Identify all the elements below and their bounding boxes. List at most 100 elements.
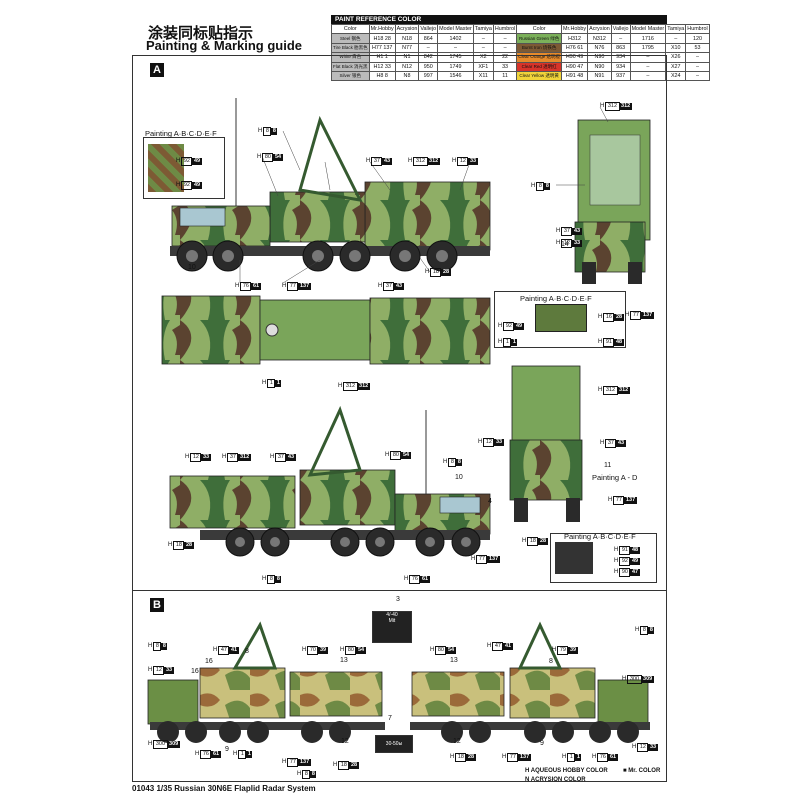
callout-mr-num: 39 [568,647,578,654]
callout-h: H [430,647,435,653]
callout-h: H [443,459,448,465]
callout-mr-num: 41 [503,643,513,650]
callout-aqueous-num: 77 [476,555,488,564]
callout-aqueous-num: 80 [345,646,357,655]
paint-cell: H91 48 [561,70,589,82]
callout-h: H [598,339,603,345]
callout-h: H [498,339,503,345]
callout-aqueous-num: 18 [430,268,442,277]
callout-mr-num: 33 [648,744,658,751]
part-number-n8a: 8 [245,648,249,655]
callout-mr-num: 137 [641,312,654,319]
callout-mr-num: 137 [624,497,637,504]
callout-mr-num: 1 [575,754,582,761]
callout-h: H [258,128,263,134]
callout-h: H [195,751,200,757]
callout-mr-num: 33 [572,240,582,247]
callout-h: H [556,228,561,234]
callout-mr-num: 61 [420,576,430,583]
callout-aqueous-num: 300 [153,740,168,749]
callout-h: H [282,283,287,289]
callout-aqueous-num: 8 [263,127,272,136]
callout-mr-num: 49 [192,182,202,189]
callout-aqueous-num: 312 [603,386,618,395]
part-number-n8b: 8 [549,658,553,665]
callout-h: H [213,647,218,653]
callout-h: H [338,383,343,389]
paint-cell: 11 [492,70,518,82]
callout-mr-num: 28 [538,538,548,545]
callout-aqueous-num: 76 [409,575,421,584]
part-number-n9a: 9 [225,746,229,753]
callout-aqueous-num: 8 [153,642,162,651]
callout-aqueous-num: 312 [413,157,428,166]
callout-mr-num: 312 [357,383,370,390]
callout-mr-num: 28 [614,314,624,321]
part-number-n10b: 10 [455,474,463,481]
callout-mr-num: 309 [167,741,180,748]
callout-mr-num: 312 [427,158,440,165]
callout-aqueous-num: 12 [190,453,202,462]
callout-mr-num: 1 [275,380,282,387]
title-chinese: 涂装同标贴指示 [148,24,254,42]
part-number-n11: 11 [604,462,612,469]
callout-aqueous-num: 37 [383,282,395,291]
part-number-n13a: 13 [340,657,348,664]
part-number-n16a: 16 [205,658,213,665]
callout-mr-num: 43 [382,158,392,165]
callout-mr-num: 43 [286,454,296,461]
callout-mr-num: 137 [298,759,311,766]
callout-mr-num: 61 [608,754,618,761]
callout-h: H [625,312,630,318]
callout-h: H [222,454,227,460]
footer-product-code: 01043 1/35 Russian 30N6E Flaplid Radar S… [132,784,316,793]
callout-aqueous-num: 77 [630,311,642,320]
part-number-n14: 14 [561,241,569,248]
callout-mr-num: 43 [616,440,626,447]
callout-h: H [340,647,345,653]
part-number-n12b: 12 [453,738,461,745]
callout-h: H [471,556,476,562]
callout-aqueous-num: 76 [597,753,609,762]
callout-aqueous-num: 79 [557,646,569,655]
callout-mr-num: 312 [238,454,251,461]
callout-h: H [632,744,637,750]
callout-aqueous-num: 12 [153,666,165,675]
callout-mr-num: 48 [630,547,640,554]
decal-7-text: 30-50ы [385,741,403,747]
inset-painting-abcdef-top-left [143,137,225,199]
callout-h: H [452,158,457,164]
callout-mr-num: 312 [619,103,632,110]
callout-h: H [262,576,267,582]
painting-label-a1: Painting A·B·C·D·E·F [145,129,217,138]
decal-3-text: 4/-40 Mit [386,612,398,624]
callout-aqueous-num: 37 [227,453,239,462]
callout-mr-num: 309 [641,676,654,683]
paint-cell: – [685,70,710,82]
